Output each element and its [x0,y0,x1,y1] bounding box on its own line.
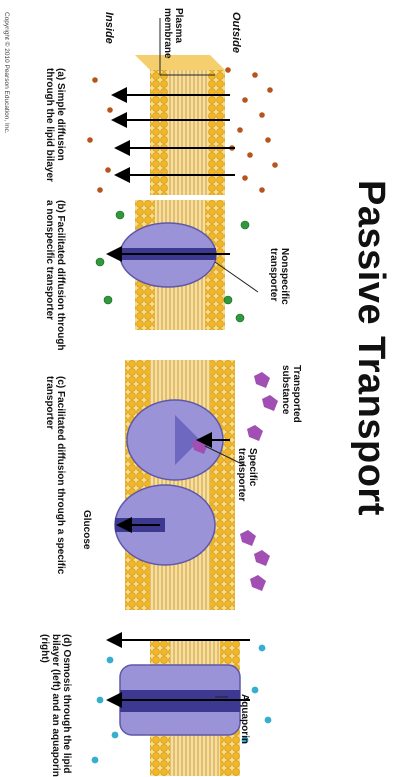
page-title: Passive Transport [349,180,392,516]
caption-c: (c) Facilitated diffusion through a spec… [44,376,66,574]
outside-label: Outside [230,12,242,53]
caption-d: (d) Osmosis through the lipid bilayer (l… [39,634,72,777]
copyright-notice: Copyright © 2010 Pearson Education, Inc. [3,12,10,134]
plasma-membrane-label: Plasma membrane [162,8,184,59]
lipid-bilayer-c [125,360,235,610]
glucose-label: Glucose [81,510,92,549]
transported-substance-label: Transported substance [280,365,302,423]
specific-transporter-label: Specific transporter [236,448,258,501]
caption-a: (a) Simple diffusion through the lipid b… [44,68,66,182]
aquaporin-label: Aquaporin [239,694,250,744]
nonspecific-transporter-label: Nonspecific transporter [268,248,290,305]
inside-label: Inside [103,12,115,44]
caption-b: (b) Facilitated diffusion through a nons… [44,200,66,351]
